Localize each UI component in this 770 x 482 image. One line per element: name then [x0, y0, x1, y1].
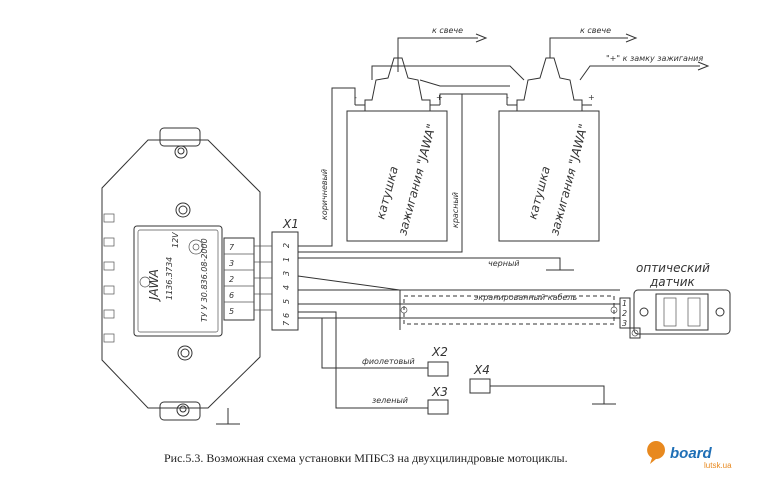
figure-caption: Рис.5.3. Возможная схема установки МПБСЗ… [164, 451, 568, 465]
coil-2-label-2: зажигания "JAWA" [547, 122, 590, 236]
x1-pin-label: 6 [282, 313, 291, 318]
site-logo: board lutsk.ua [647, 441, 732, 470]
sensor-pin-label: 3 [622, 319, 627, 328]
ignition-module: 7 3 2 6 5 JAWA 1136.3734 12V ТУ У 30.836… [101, 127, 261, 421]
connector-x2: X2 [427, 345, 449, 377]
x1-pin-label: 4 [282, 285, 291, 290]
coil-1-plus: + [436, 93, 443, 102]
module-spec: ТУ У 30.836.08-2000 [200, 238, 209, 322]
connector-x1-label: X1 [282, 217, 299, 231]
brown-wire-label: коричневый [320, 169, 329, 220]
x1-pin-label: 1 [282, 257, 291, 262]
connector-x3: X3 [427, 385, 449, 415]
x1-pin-label: 2 [282, 243, 291, 248]
module-pin-mark: 2 [229, 275, 234, 284]
coil-1-label: катушка [373, 165, 401, 221]
connector-x2-label: X2 [431, 345, 448, 359]
connector-x4: X4 [469, 363, 616, 405]
x1-pin-label: 7 [282, 320, 291, 326]
module-pin-mark: 5 [229, 307, 234, 316]
brown-wire: коричневый [298, 87, 356, 247]
coil-1-label-2: зажигания "JAWA" [395, 122, 438, 236]
spark-plug-leads: к свече к свече [397, 26, 638, 72]
logo-word: board [670, 445, 713, 462]
x1-pin-label: 3 [282, 271, 291, 276]
sensor-pin-label: 2 [622, 309, 627, 318]
black-wire-label: черный [488, 259, 519, 268]
optical-sensor-label-1: оптический [636, 261, 710, 275]
module-pin-mark: 7 [229, 243, 235, 252]
shielded-cable: экранированный кабель [297, 275, 620, 330]
shielded-cable-label: экранированный кабель [474, 293, 577, 302]
to-plug-left-label: к свече [432, 26, 463, 35]
coil-2-plus: + [588, 93, 595, 102]
coil-interconnect: "+" к замку зажигания [371, 54, 710, 87]
sensor-pin-label: 1 [622, 299, 627, 308]
module-brand: JAWA [147, 269, 161, 302]
connector-x3-label: X3 [431, 385, 448, 399]
violet-wire-label: фиолетовый [362, 357, 415, 366]
module-ground [216, 408, 240, 425]
logo-site: lutsk.ua [704, 461, 732, 470]
coil-2-label: катушка [525, 165, 553, 221]
module-voltage: 12V [171, 232, 180, 248]
ignition-coil-2: - + катушка зажигания "JAWA" [498, 57, 600, 242]
connector-x1: X1 2 1 3 4 5 6 7 [254, 217, 299, 331]
ignition-coil-1: - + катушка зажигания "JAWA" [346, 57, 448, 242]
black-wire: черный [298, 257, 574, 271]
module-pin-mark: 3 [229, 259, 234, 268]
green-wire-label: зеленый [372, 396, 408, 405]
to-plug-right-label: к свече [580, 26, 611, 35]
violet-green-wires: фиолетовый зеленый [298, 311, 428, 409]
x1-pin-label: 5 [282, 299, 291, 304]
to-ignition-lock-label: "+" к замку зажигания [606, 54, 703, 63]
connector-x4-label: X4 [473, 363, 490, 377]
optical-sensor: оптический датчик 1 2 3 [619, 261, 731, 339]
red-wire-label: красный [451, 192, 460, 228]
optical-sensor-label-2: датчик [649, 275, 696, 289]
module-pin-mark: 6 [229, 291, 234, 300]
red-wire: красный [298, 93, 508, 253]
module-part-number: 1136.3734 [165, 257, 174, 300]
